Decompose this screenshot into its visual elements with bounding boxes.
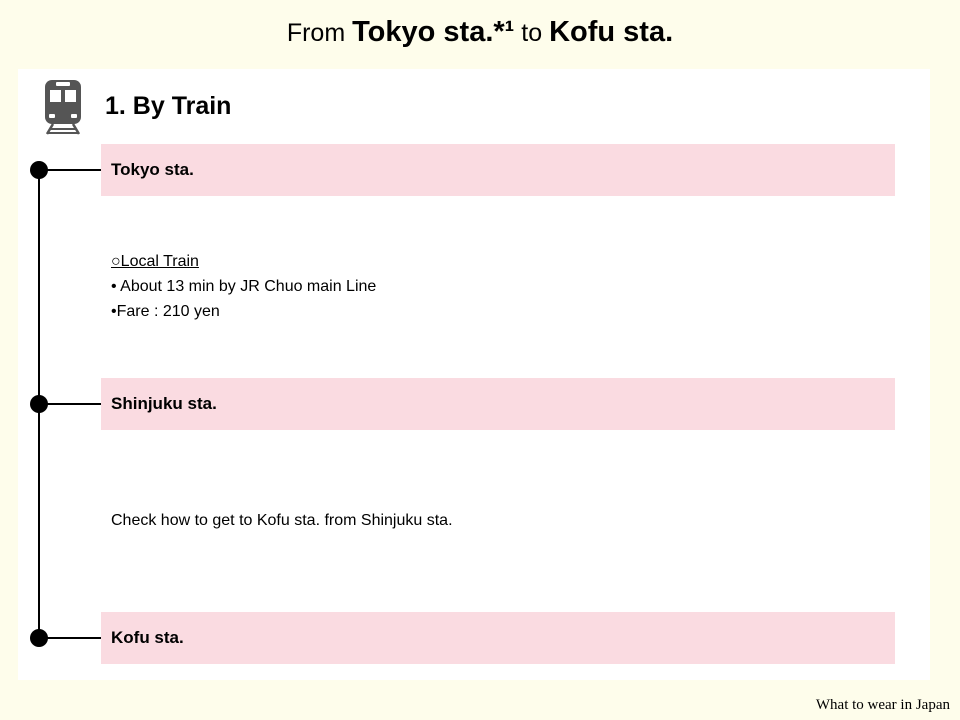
station-band: Shinjuku sta. [101,378,895,430]
station-connector [40,403,102,405]
section-title: 1. By Train [105,92,232,120]
segment-line-duration: • About 13 min by JR Chuo main Line [111,278,377,295]
station-dot [30,395,48,413]
station-kofu: Kofu sta. [18,612,930,664]
train-icon [45,80,81,135]
station-connector [40,169,102,171]
title-origin: Tokyo sta.*¹ [352,16,515,48]
segment-heading: ○Local Train [111,253,199,270]
title-to: to [521,19,543,47]
brand-logo: What to wear in Japan [815,697,950,713]
page-title: From Tokyo sta.*¹ to Kofu sta. [0,12,960,53]
station-dot [30,629,48,647]
station-connector [40,637,102,639]
station-dot [30,161,48,179]
title-destination: Kofu sta. [549,16,674,48]
station-tokyo: Tokyo sta. [18,144,930,196]
title-from: From [286,19,346,47]
segment-local-train: ○Local Train • About 13 min by JR Chuo m… [111,249,376,324]
station-name: Kofu sta. [111,628,184,647]
route-card: 1. By Train Tokyo sta. ○Local Train • Ab… [18,69,930,680]
station-name: Shinjuku sta. [111,394,217,413]
station-band: Tokyo sta. [101,144,895,196]
station-shinjuku: Shinjuku sta. [18,378,930,430]
route-note: Check how to get to Kofu sta. from Shinj… [111,512,453,529]
segment-line-fare: •Fare : 210 yen [111,303,220,320]
station-name: Tokyo sta. [111,160,194,179]
station-band: Kofu sta. [101,612,895,664]
